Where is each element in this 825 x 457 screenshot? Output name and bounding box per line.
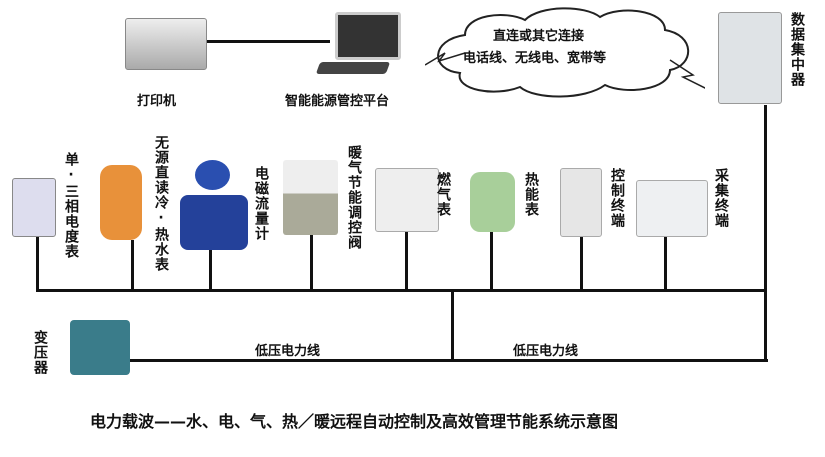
printer-link xyxy=(205,40,330,43)
computer-icon xyxy=(335,12,401,60)
flowmeter-head-icon xyxy=(195,160,230,190)
platform-label: 智能能源管控平台 xyxy=(285,94,390,109)
bus-trunk xyxy=(451,289,454,361)
device-label: 无源直读冷·热水表 xyxy=(153,135,169,272)
electric-meter-icon xyxy=(12,178,56,237)
transformer-label: 变压器 xyxy=(32,330,48,375)
drop xyxy=(131,240,134,291)
heat-meter-icon xyxy=(470,172,515,232)
printer-label: 打印机 xyxy=(137,94,177,109)
power-line xyxy=(128,359,768,362)
control-terminal-icon xyxy=(560,168,602,237)
printer-icon xyxy=(125,18,207,70)
drop xyxy=(580,235,583,291)
device-label: 电磁流量计 xyxy=(253,166,269,241)
device-label: 单·三相电度表 xyxy=(63,152,79,259)
water-meter-icon xyxy=(100,165,142,240)
device-label: 暖气节能调控阀 xyxy=(346,145,362,250)
valve-icon xyxy=(283,160,338,235)
drop xyxy=(490,232,493,291)
device-label: 采集终端 xyxy=(713,168,729,228)
device-label: 热能表 xyxy=(523,172,539,217)
transformer-icon xyxy=(70,320,130,375)
drop xyxy=(209,250,212,291)
cloud-text-2: 电话线、无线电、宽带等 xyxy=(463,51,607,66)
keyboard-icon xyxy=(315,62,391,74)
drop xyxy=(310,235,313,291)
device-bus xyxy=(36,289,766,292)
diagram-caption: 电力载波——水、电、气、热／暖远程自动控制及高效管理节能系统示意图 xyxy=(90,412,619,431)
concentrator-drop xyxy=(764,105,767,362)
cloud-icon xyxy=(425,7,705,98)
concentrator-label: 数据集中器 xyxy=(789,12,805,87)
concentrator-icon xyxy=(718,12,782,104)
device-label: 燃气表 xyxy=(435,172,451,217)
cloud-text-1: 直连或其它连接 xyxy=(493,29,585,44)
flowmeter-icon xyxy=(180,195,248,250)
gas-meter-icon xyxy=(375,168,439,232)
power-line-label-left: 低压电力线 xyxy=(255,344,321,359)
drop xyxy=(405,230,408,291)
collector-terminal-icon xyxy=(636,180,708,237)
device-label: 控制终端 xyxy=(609,168,625,228)
drop xyxy=(36,235,39,291)
drop xyxy=(664,235,667,291)
power-line-label-right: 低压电力线 xyxy=(513,344,579,359)
